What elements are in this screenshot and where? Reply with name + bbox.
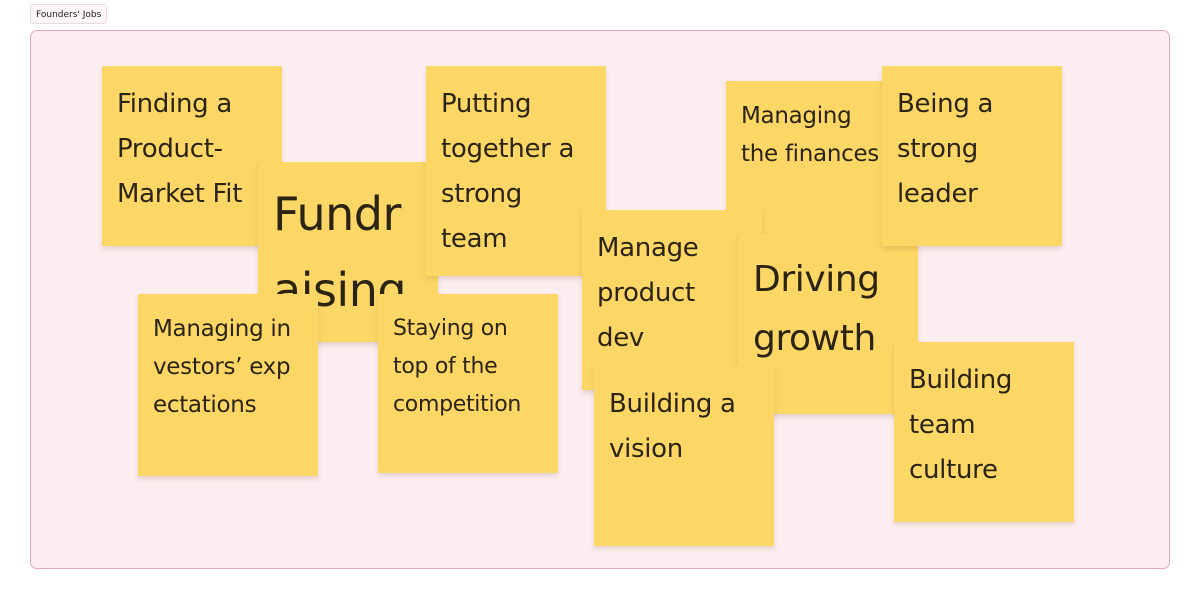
sticky-note-putting-team[interactable]: Putting together a strong team: [426, 66, 606, 276]
sticky-note-text: Finding a Product-Market Fit: [117, 89, 243, 209]
sticky-note-text: Staying on top of the competition: [393, 316, 522, 417]
sticky-note-manage-product-dev[interactable]: Manage product dev: [582, 210, 762, 390]
sticky-note-finding-pmf[interactable]: Finding a Product-Market Fit: [102, 66, 282, 246]
sticky-note-managing-investors[interactable]: Managing investors’ expectations: [138, 294, 318, 476]
sticky-note-text: Manage product dev: [597, 233, 699, 353]
sticky-note-managing-finances[interactable]: Managing the finances: [726, 81, 906, 261]
sticky-note-text: Managing the finances: [741, 103, 879, 167]
sticky-note-staying-on-top[interactable]: Staying on top of the competition: [378, 294, 558, 473]
sticky-note-text: Being a strong leader: [897, 89, 994, 209]
sticky-note-text: Building a vision: [609, 389, 736, 464]
frame-title-label[interactable]: Founders' Jobs: [30, 4, 108, 24]
sticky-note-team-culture[interactable]: Building team culture: [894, 342, 1074, 522]
sticky-note-text: Driving growth: [753, 259, 880, 359]
sticky-note-text: Managing investors’ expectations: [153, 316, 291, 418]
sticky-note-text: Building team culture: [909, 365, 1013, 485]
sticky-note-strong-leader[interactable]: Being a strong leader: [882, 66, 1062, 246]
sticky-note-text: Putting together a strong team: [441, 89, 575, 254]
sticky-note-building-vision[interactable]: Building a vision: [594, 366, 774, 546]
